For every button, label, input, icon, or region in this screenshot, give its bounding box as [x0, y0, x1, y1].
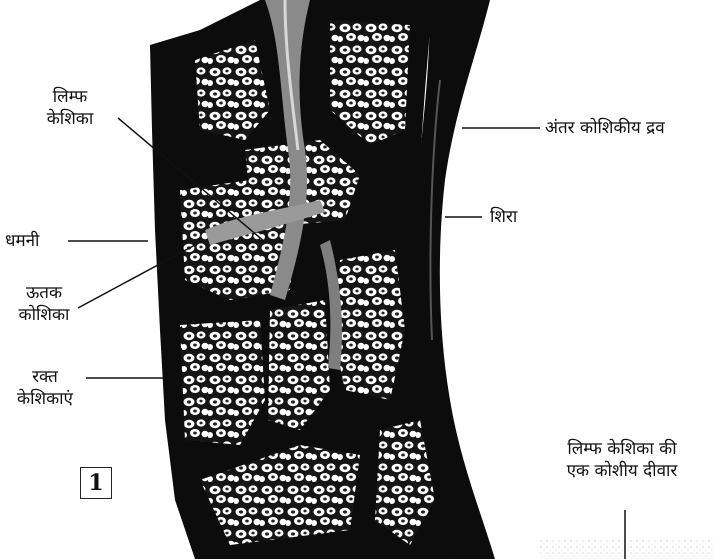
label-interstitial-fluid: अंतर कोशिकीय द्रव	[545, 117, 665, 139]
label-tissue-cell: ऊतक कोशिका	[12, 282, 76, 326]
label-lymph-wall: लिम्फ केशिका की एक कोशीय दीवार	[532, 438, 712, 482]
label-lymph-capillary: लिम्फ केशिका	[35, 86, 105, 130]
label-artery: धमनी	[5, 230, 39, 252]
label-blood-capillaries: रक्त केशिकाएं	[5, 366, 85, 410]
figure-number-box: 1	[80, 467, 112, 499]
label-vein: शिरा	[490, 206, 517, 228]
